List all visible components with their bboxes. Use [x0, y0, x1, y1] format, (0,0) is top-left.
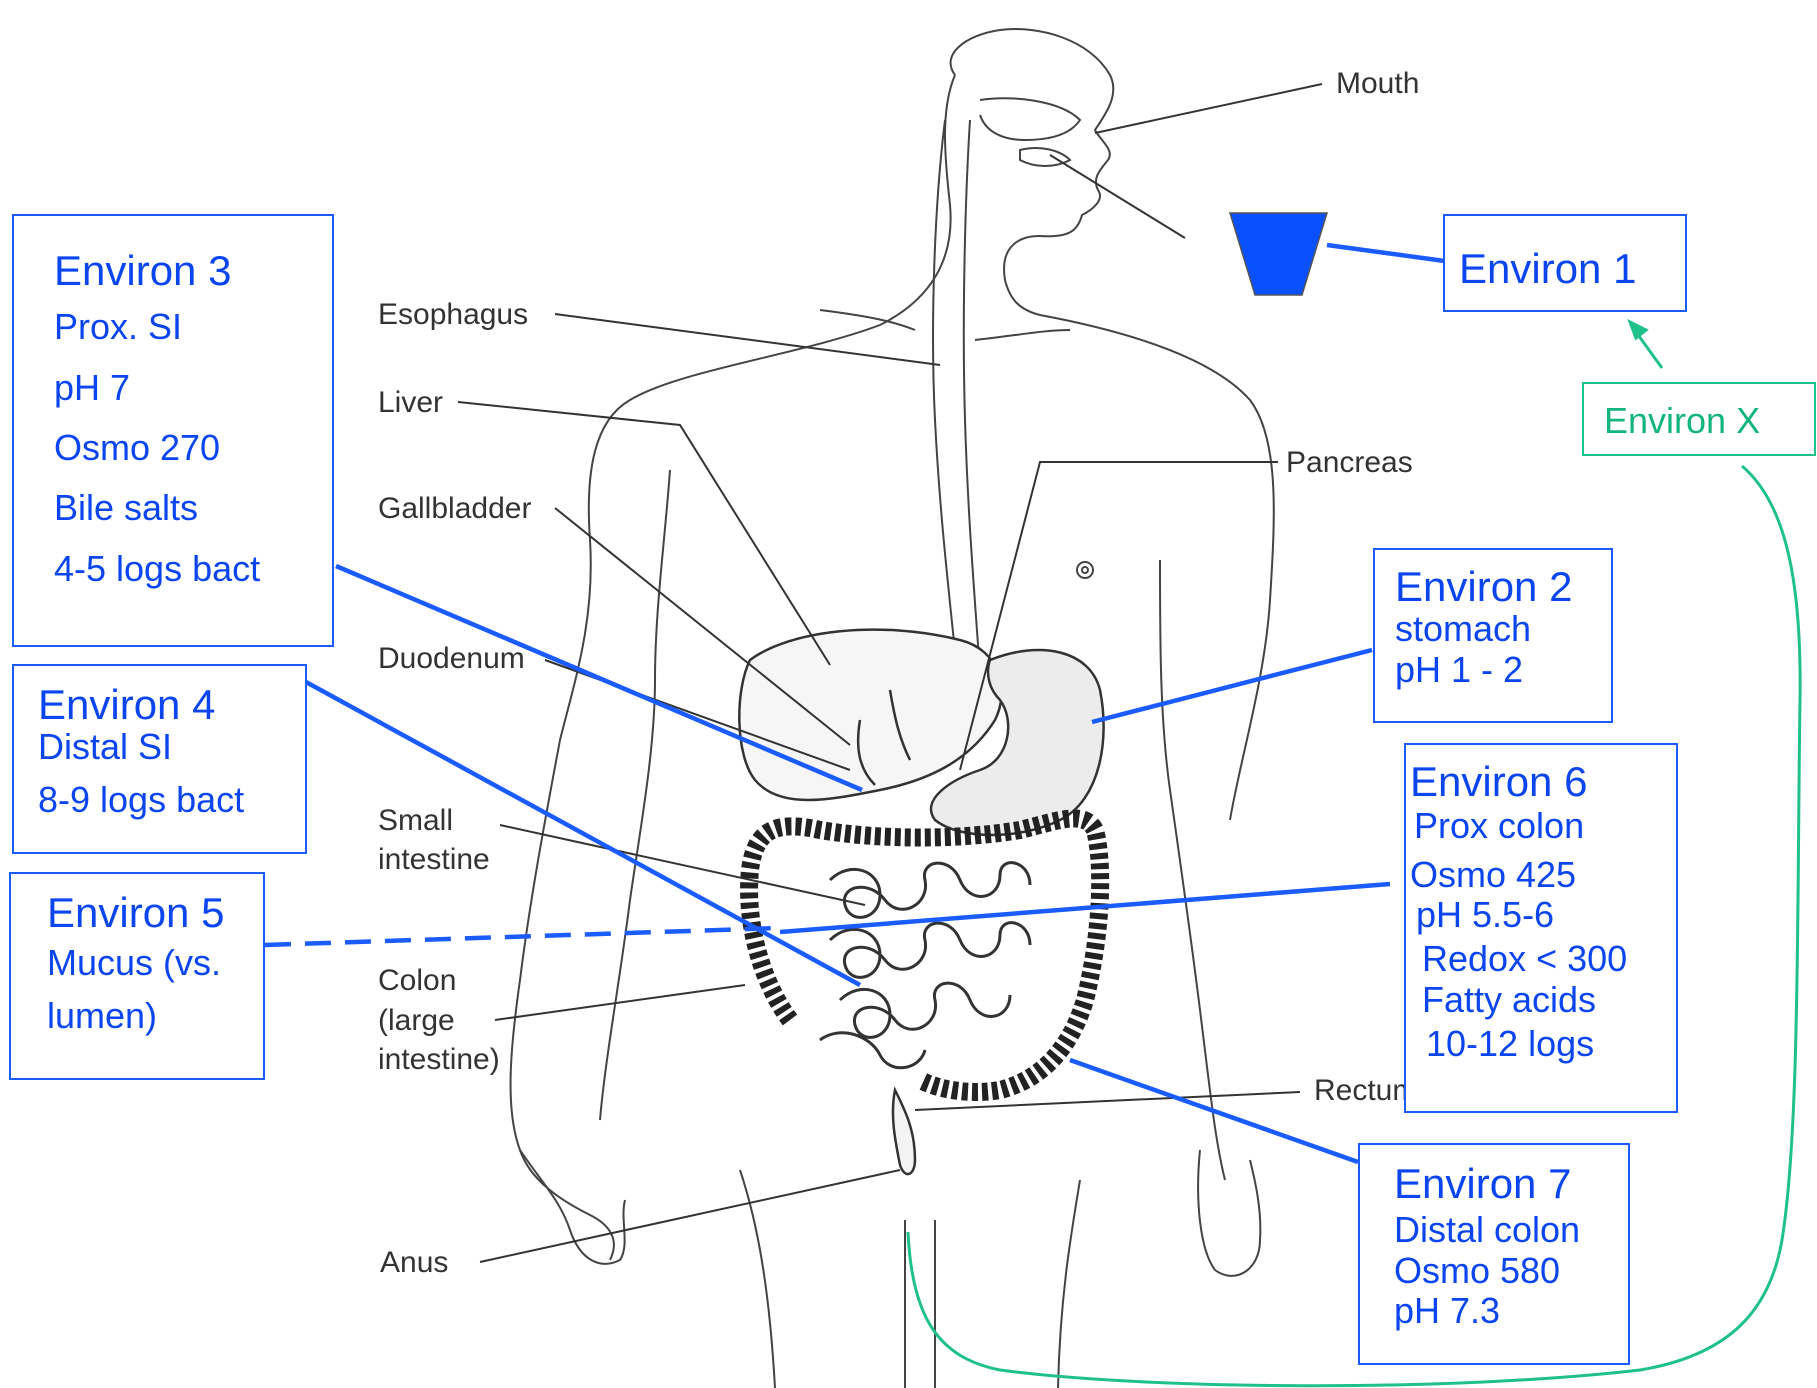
label-colon-1: Colon — [378, 964, 456, 997]
environ-7-line: Distal colon — [1394, 1210, 1628, 1250]
environ-1-box: Environ 1 — [1443, 214, 1687, 312]
liver-shape — [739, 630, 1001, 800]
blue-trapezoid-vessel-icon — [1230, 213, 1327, 295]
leader-small-intestine — [500, 825, 865, 905]
connector-env6 — [780, 884, 1390, 932]
environ-3-line: Prox. SI — [54, 307, 332, 347]
environ-7-box: Environ 7 Distal colon Osmo 580 pH 7.3 — [1358, 1143, 1630, 1365]
environ-x-title: Environ X — [1604, 400, 1760, 441]
label-rectum: Rectum — [1314, 1074, 1417, 1107]
environ-5-title: Environ 5 — [47, 890, 263, 935]
environ-6-box: Environ 6 Prox colon Osmo 425 pH 5.5-6 R… — [1404, 743, 1678, 1113]
environ-5-box: Environ 5 Mucus (vs. lumen) — [9, 872, 265, 1080]
environ-6-line: 10-12 logs — [1410, 1024, 1676, 1064]
environ-3-line: Bile salts — [54, 488, 332, 528]
environ-6-title: Environ 6 — [1410, 759, 1676, 804]
environ-3-line: 4-5 logs bact — [54, 549, 332, 589]
environ-6-line: pH 5.5-6 — [1410, 895, 1676, 935]
label-pancreas: Pancreas — [1286, 446, 1413, 479]
label-anus: Anus — [380, 1246, 448, 1279]
environ-4-line: 8-9 logs bact — [38, 780, 305, 820]
environ-6-line: Prox colon — [1410, 806, 1676, 846]
label-colon-3: intestine) — [378, 1043, 500, 1076]
small-intestine-shape — [820, 863, 1030, 1068]
label-gallbladder: Gallbladder — [378, 492, 531, 525]
label-colon-2: (large — [378, 1004, 455, 1037]
environ-x-box: Environ X — [1582, 382, 1816, 456]
environ-x-arrow-shaft — [1636, 332, 1662, 368]
organs-art — [739, 630, 1103, 1174]
environ-4-box: Environ 4 Distal SI 8-9 logs bact — [12, 664, 307, 854]
environ-7-title: Environ 7 — [1394, 1161, 1628, 1206]
environ-6-line: Redox < 300 — [1410, 939, 1676, 979]
environ-x-arrow-head — [1630, 322, 1646, 338]
connector-env5 — [265, 928, 780, 945]
environ-5-line: Mucus (vs. — [47, 943, 263, 983]
environ-6-line: Fatty acids — [1410, 980, 1676, 1020]
environ-3-box: Environ 3 Prox. SI pH 7 Osmo 270 Bile sa… — [12, 214, 334, 647]
environ-3-line: pH 7 — [54, 368, 332, 408]
leader-liver — [458, 402, 830, 665]
label-esophagus: Esophagus — [378, 298, 528, 331]
environ-4-line: Distal SI — [38, 727, 305, 767]
label-duodenum: Duodenum — [378, 642, 525, 675]
label-mouth: Mouth — [1336, 67, 1419, 100]
environ-2-box: Environ 2 stomach pH 1 - 2 — [1373, 548, 1613, 723]
label-liver: Liver — [378, 386, 443, 419]
leader-salivary — [1050, 155, 1185, 238]
label-small-intestine-2: intestine — [378, 843, 490, 876]
environ-2-line: stomach — [1395, 609, 1611, 649]
environ-1-title: Environ 1 — [1459, 246, 1685, 291]
environ-2-title: Environ 2 — [1395, 564, 1611, 609]
leader-mouth — [1095, 84, 1322, 133]
environ-2-line: pH 1 - 2 — [1395, 650, 1611, 690]
environ-7-line: pH 7.3 — [1394, 1291, 1628, 1331]
leader-colon — [495, 985, 745, 1020]
environ-3-title: Environ 3 — [54, 248, 332, 293]
environ-6-line: Osmo 425 — [1410, 855, 1676, 895]
leader-esophagus — [555, 314, 940, 365]
environ-3-line: Osmo 270 — [54, 428, 332, 468]
environ-4-title: Environ 4 — [38, 682, 305, 727]
connector-env2 — [1092, 650, 1372, 722]
environ-5-line: lumen) — [47, 996, 263, 1036]
rectum-shape — [893, 1090, 915, 1174]
connector-env1 — [1327, 245, 1452, 262]
environ-7-line: Osmo 580 — [1394, 1251, 1628, 1291]
label-small-intestine-1: Small — [378, 804, 453, 837]
